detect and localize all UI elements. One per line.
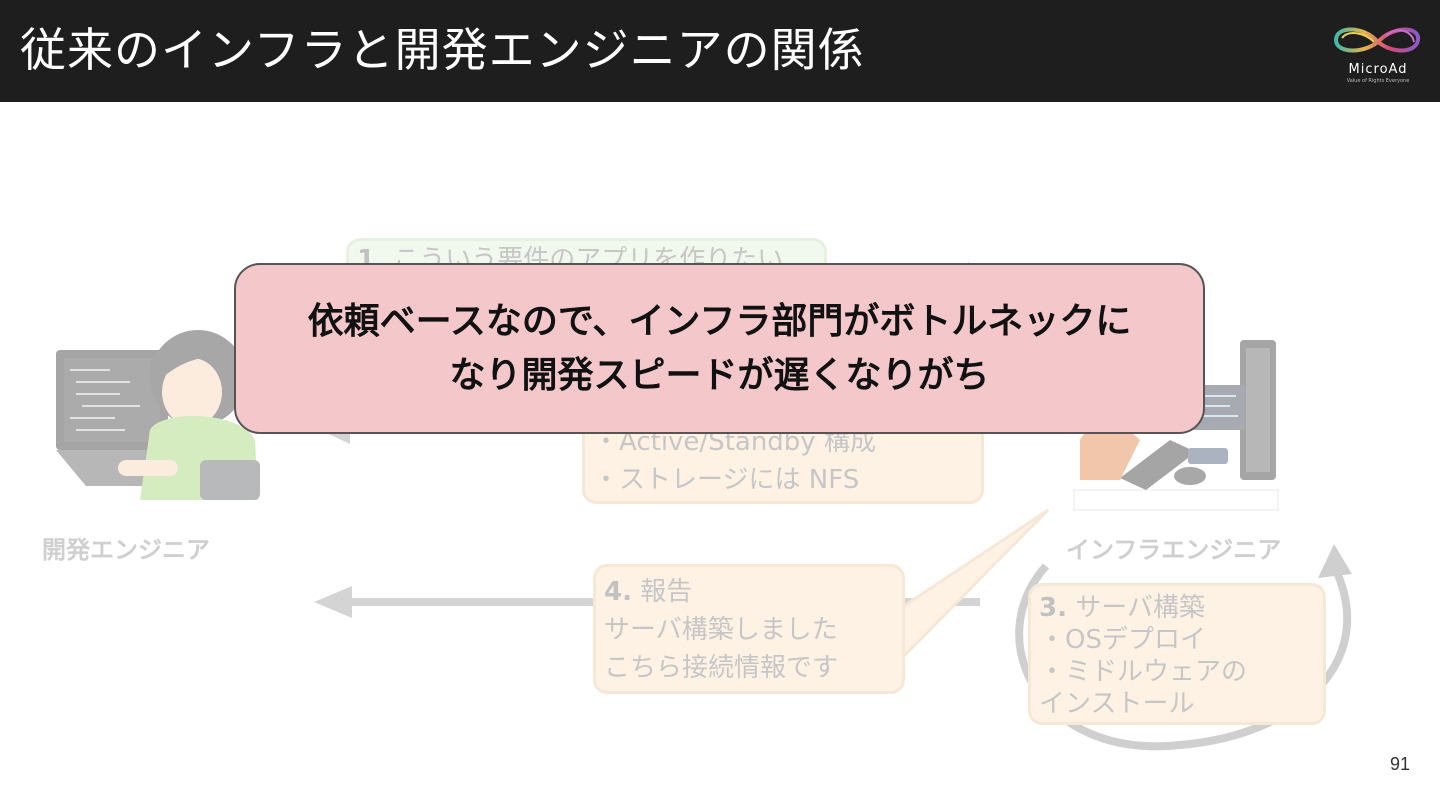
step3-title: サーバ構築	[1075, 593, 1205, 623]
step2-line: ・ストレージには NFS	[593, 461, 973, 499]
bottleneck-callout: 依頼ベースなので、インフラ部門がボトルネックに なり開発スピードが遅くなりがち	[234, 263, 1205, 434]
developer-label: 開発エンジニア	[42, 530, 210, 565]
step4-line: こちら接続情報です	[604, 649, 894, 687]
step3-line: ・ミドルウェアの	[1039, 656, 1315, 688]
step3-number: 3.	[1039, 593, 1067, 623]
callout-line: 依頼ベースなので、インフラ部門がボトルネックに	[308, 295, 1132, 349]
step4-box: 4. 報告 サーバ構築しました こちら接続情報です	[593, 564, 905, 694]
cycle-arrowhead	[1318, 544, 1352, 578]
step3-line: インストール	[1039, 688, 1315, 720]
infra-label: インフラエンジニア	[1066, 530, 1281, 565]
step3-line: ・OSデプロイ	[1039, 624, 1315, 656]
report-arrowhead	[314, 586, 352, 618]
step4-line: サーバ構築しました	[604, 611, 894, 649]
developer-illustration	[56, 330, 260, 500]
page-number: 91	[1380, 754, 1410, 775]
speech-tail	[895, 510, 1048, 660]
step4-title: 報告	[640, 577, 692, 607]
callout-line: なり開発スピードが遅くなりがち	[449, 349, 989, 403]
step3-box: 3. サーバ構築 ・OSデプロイ ・ミドルウェアの インストール	[1028, 583, 1326, 725]
step4-number: 4.	[604, 577, 632, 607]
